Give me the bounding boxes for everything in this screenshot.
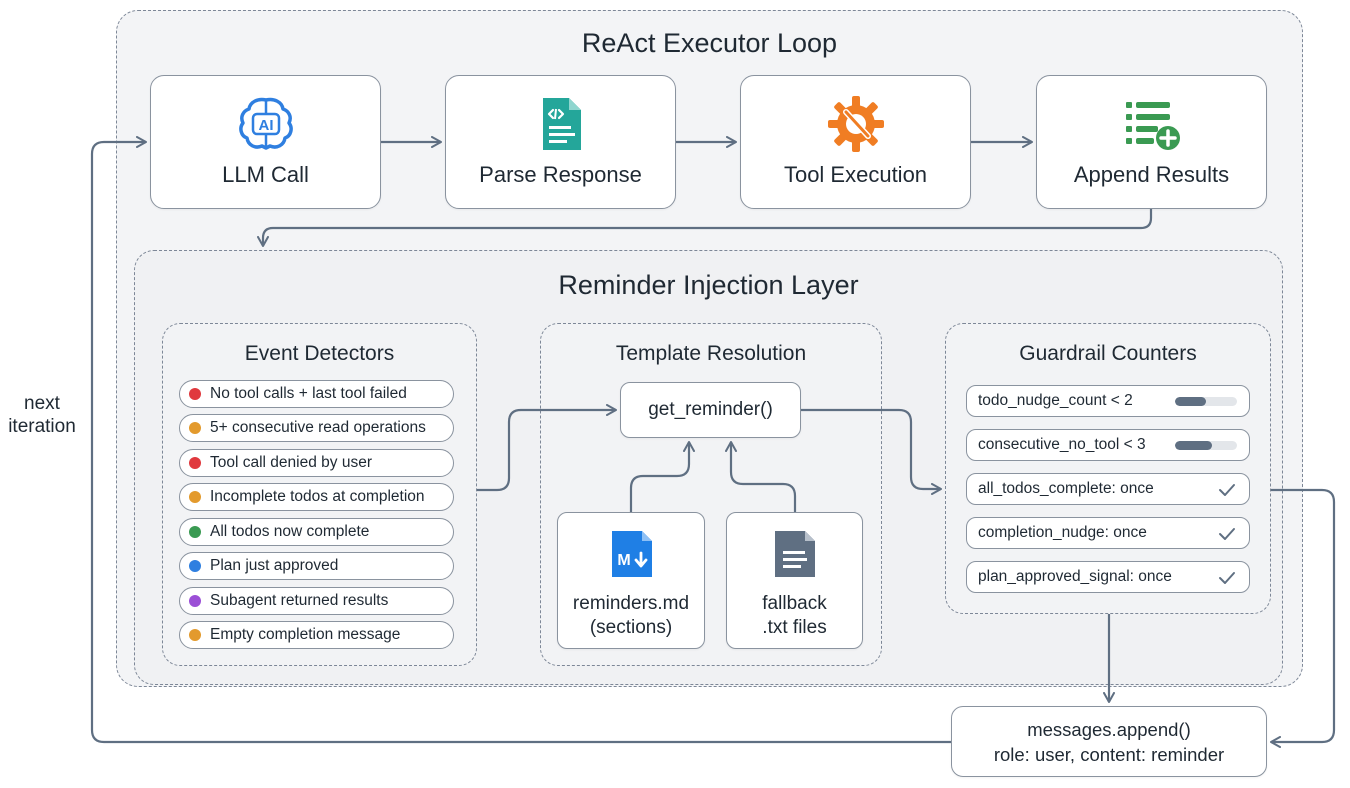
guardrail-item-label: completion_nudge: once xyxy=(978,524,1147,541)
status-dot xyxy=(189,526,201,538)
output-line1: messages.append() xyxy=(1027,719,1191,740)
step-llm-call: AI LLM Call xyxy=(150,75,381,209)
arrow-function-to-guardrails xyxy=(801,408,942,495)
event-item-label: Subagent returned results xyxy=(210,592,389,609)
checkmark-icon xyxy=(1219,484,1235,496)
guardrail-item-label: todo_nudge_count < 2 xyxy=(978,392,1133,409)
event-item: Subagent returned results xyxy=(179,587,454,615)
event-item: Plan just approved xyxy=(179,552,454,580)
arrow-detectors-to-function xyxy=(477,404,617,492)
guardrail-item: all_todos_complete: once xyxy=(966,473,1250,505)
loop-label-line2: iteration xyxy=(8,416,76,437)
step-append-results: Append Results xyxy=(1036,75,1267,209)
status-dot xyxy=(189,595,201,607)
arrow-output-to-llm-loop xyxy=(90,136,951,744)
status-dot xyxy=(189,422,201,434)
event-item-label: Tool call denied by user xyxy=(210,454,372,471)
guardrail-item: plan_approved_signal: once xyxy=(966,561,1250,593)
markdown-file-icon: M xyxy=(612,531,652,577)
arrow-reminders-to-function xyxy=(629,441,695,512)
step-label: Append Results xyxy=(1073,162,1230,187)
arrow-guardrails-right-to-output xyxy=(1270,488,1336,748)
source-label-line2: (sections) xyxy=(589,617,673,638)
step-tool-execution: Tool Execution xyxy=(740,75,971,209)
svg-text:M: M xyxy=(617,552,630,569)
checkmark-icon xyxy=(1219,572,1235,584)
executor-loop-title: ReAct Executor Loop xyxy=(581,28,838,58)
counter-progress-bar xyxy=(1175,397,1237,406)
source-label-line1: fallback xyxy=(762,593,827,614)
guardrail-item: consecutive_no_tool < 3 xyxy=(966,429,1250,461)
svg-text:AI: AI xyxy=(258,117,273,134)
arrow-fallback-to-function xyxy=(725,441,797,512)
guardrail-item-label: plan_approved_signal: once xyxy=(978,568,1172,585)
event-item: No tool calls + last tool failed xyxy=(179,380,454,408)
status-dot xyxy=(189,629,201,641)
messages-append-box: messages.append() role: user, content: r… xyxy=(951,706,1267,777)
event-item-label: Plan just approved xyxy=(210,557,339,574)
code-document-icon xyxy=(542,98,581,150)
step-label: LLM Call xyxy=(222,162,309,187)
event-item: 5+ consecutive read operations xyxy=(179,414,454,442)
step-label: Parse Response xyxy=(479,162,642,187)
source-label-line1: reminders.md xyxy=(572,593,690,614)
event-item: Tool call denied by user xyxy=(179,449,454,477)
brain-ai-icon: AI xyxy=(238,97,293,150)
status-dot xyxy=(189,560,201,572)
source-fallback-txt: fallback .txt files xyxy=(726,512,863,649)
reminder-layer-title: Reminder Injection Layer xyxy=(558,270,859,300)
checkmark-icon xyxy=(1219,528,1235,540)
source-reminders-md: M reminders.md (sections) xyxy=(557,512,705,649)
guardrail-item: todo_nudge_count < 2 xyxy=(966,385,1250,417)
event-item-label: All todos now complete xyxy=(210,523,370,540)
counter-progress-bar xyxy=(1175,441,1237,450)
template-resolution-title: Template Resolution xyxy=(615,342,807,365)
step-label: Tool Execution xyxy=(783,162,928,187)
event-item-label: Empty completion message xyxy=(210,626,401,643)
guardrail-item-label: all_todos_complete: once xyxy=(978,480,1154,497)
status-dot xyxy=(189,388,201,400)
counter-progress-fill xyxy=(1175,441,1213,450)
gear-wrench-icon xyxy=(827,96,884,152)
output-line2: role: user, content: reminder xyxy=(993,744,1225,765)
guardrail-item-label: consecutive_no_tool < 3 xyxy=(978,436,1146,453)
counter-progress-fill xyxy=(1175,397,1206,406)
guardrail-item: completion_nudge: once xyxy=(966,517,1250,549)
status-dot xyxy=(189,457,201,469)
loop-label-line1: next xyxy=(24,393,60,414)
event-item: Empty completion message xyxy=(179,621,454,649)
list-add-icon xyxy=(1125,102,1180,150)
guardrail-counters-title: Guardrail Counters xyxy=(1019,342,1197,365)
step-parse-response: Parse Response xyxy=(445,75,676,209)
event-item: All todos now complete xyxy=(179,518,454,546)
next-iteration-label: next iteration xyxy=(0,392,84,438)
event-item-label: No tool calls + last tool failed xyxy=(210,385,407,402)
get-reminder-function: get_reminder() xyxy=(620,382,801,438)
event-item-label: Incomplete todos at completion xyxy=(210,488,425,505)
function-label: get_reminder() xyxy=(648,399,773,420)
event-detectors-title: Event Detectors xyxy=(244,342,395,365)
text-file-icon xyxy=(775,531,815,577)
status-dot xyxy=(189,491,201,503)
event-item: Incomplete todos at completion xyxy=(179,483,454,511)
event-item-label: 5+ consecutive read operations xyxy=(210,419,426,436)
arrow-append-to-layer xyxy=(257,209,1153,247)
source-label-line2: .txt files xyxy=(762,617,827,638)
